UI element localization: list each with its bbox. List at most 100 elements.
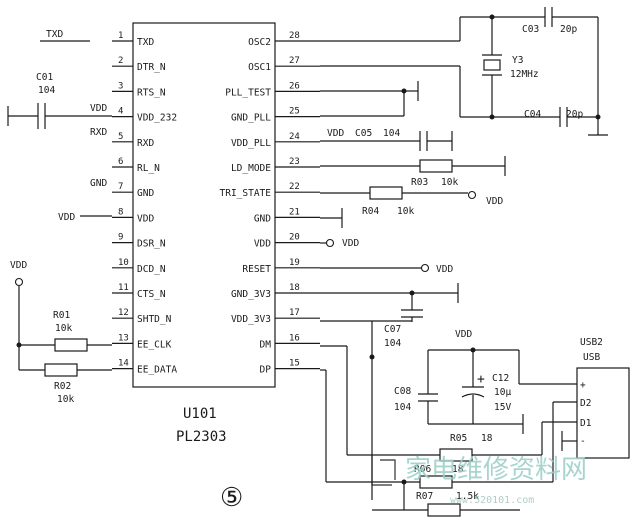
vdd-terminal-r04 — [467, 190, 477, 200]
ic-left-pin-name: RTS_N — [137, 87, 166, 98]
ic-left-pin-number: 14 — [118, 359, 129, 369]
usb-pin-d2: D2 — [580, 398, 591, 409]
r03-value: 10k — [441, 177, 458, 188]
ic-body — [132, 22, 276, 388]
ic-left-pin-number: 3 — [118, 81, 123, 91]
r05-reference: R05 — [450, 433, 467, 444]
ic-left-pin-number: 5 — [118, 132, 123, 142]
ic-left-pin-name: DTR_N — [137, 62, 166, 73]
ic-right-pin-name: TRI_STATE — [220, 188, 272, 199]
ic-left-pin-name: EE_DATA — [137, 365, 177, 376]
net-label-vdd-eeprom: VDD — [10, 260, 27, 271]
r04-body — [369, 186, 403, 200]
net-label-txd: TXD — [46, 29, 63, 40]
ic-right-pin-name: GND_PLL — [231, 113, 271, 124]
ic-left-pin-number: 7 — [118, 182, 123, 192]
ic-right-pin-name: DM — [260, 339, 272, 350]
r03-reference: R03 — [411, 177, 428, 188]
c07-reference: C07 — [384, 324, 401, 335]
junction-c04-ground — [595, 114, 601, 120]
c04-reference: C04 — [524, 109, 541, 120]
ic-left-pin-name: DCD_N — [137, 264, 166, 275]
net-label-vdd-c12: VDD — [455, 329, 472, 340]
c01-reference: C01 — [36, 72, 53, 83]
c08-reference: C08 — [394, 386, 411, 397]
ic-right-pin-number: 25 — [289, 107, 300, 117]
ic-left-pin-name: VDD_232 — [137, 113, 177, 124]
ic-right-pin-name: VDD_PLL — [231, 138, 271, 149]
ic-left-pin-number: 4 — [118, 107, 123, 117]
ic-left-pin-name: CTS_N — [137, 289, 166, 300]
ic-left-pin-name: GND — [137, 188, 154, 199]
r05-value: 18 — [481, 433, 493, 444]
watermark-text: 家电维修资料网 — [405, 455, 587, 485]
ic-right-pin-number: 16 — [289, 333, 300, 343]
ic-right-pin-number: 26 — [289, 81, 300, 91]
c05-value: 104 — [383, 128, 400, 139]
ic-right-pin-number: 23 — [289, 157, 300, 167]
ic-right-pin-number: 22 — [289, 182, 300, 192]
ic-right-pin-name: RESET — [242, 264, 271, 275]
ic-left-pin-number: 11 — [118, 283, 129, 293]
ic-right-pins: 28OSC227OSC126PLL_TEST25GND_PLL24VDD_PLL… — [220, 31, 320, 376]
r01-reference: R01 — [53, 310, 70, 321]
ic-reference: U101 — [183, 406, 217, 422]
ic-right-pin-name: DP — [260, 365, 272, 376]
vdd-terminal-reset — [420, 263, 430, 273]
ic-left-pin-name: EE_CLK — [137, 339, 172, 350]
net-label-rxd: RXD — [90, 127, 107, 138]
net-label-vdd-pin20: VDD — [342, 238, 359, 249]
ic-left-pins: 1TXD2DTR_N3RTS_N4VDD_2325RXD6RL_N7GND8VD… — [112, 31, 177, 376]
vdd-terminal-eeprom — [14, 277, 24, 287]
ic-part-number: PL2303 — [176, 429, 227, 445]
ic-left-pin-name: TXD — [137, 37, 154, 48]
c05-reference: C05 — [355, 128, 372, 139]
c08-value: 104 — [394, 402, 411, 413]
net-label-vdd-pin8: VDD — [58, 212, 75, 223]
watermark-url: www.520101.com — [450, 495, 534, 506]
ic-right-pin-number: 17 — [289, 308, 300, 318]
usb-pin-plus: + — [580, 380, 586, 391]
c03-value: 20p — [560, 24, 577, 35]
ic-left-pin-name: RXD — [137, 138, 154, 149]
y3-body — [483, 59, 501, 71]
ic-right-pin-name: LD_MODE — [231, 163, 271, 174]
usb-pin-minus: - — [580, 436, 586, 447]
ic-right-pin-name: VDD_3V3 — [231, 314, 271, 325]
c12-voltage: 15V — [494, 402, 511, 413]
c12-plus-sign: + — [477, 372, 485, 387]
ic-left-pin-name: SHTD_N — [137, 314, 172, 325]
ic-right-pin-name: OSC2 — [248, 37, 271, 48]
r06-reference: R06 — [414, 464, 431, 475]
usb-label: USB — [583, 352, 600, 363]
ic-left-pin-number: 2 — [118, 56, 123, 66]
ic-right-pin-number: 19 — [289, 258, 300, 268]
ic-left-pin-number: 12 — [118, 308, 129, 318]
ic-left-pin-number: 9 — [118, 233, 123, 243]
r07-value: 1.5k — [456, 491, 479, 502]
ic-right-pin-number: 28 — [289, 31, 300, 41]
junction-osc1 — [489, 114, 495, 120]
r04-reference: R04 — [362, 206, 379, 217]
ic-right-pin-name: VDD — [254, 239, 271, 250]
c12-value: 10µ — [494, 387, 511, 398]
ic-left-pin-number: 13 — [118, 333, 129, 343]
net-label-vdd-pll: VDD — [327, 128, 344, 139]
r04-value: 10k — [397, 206, 414, 217]
net-label-vdd-pin4: VDD — [90, 103, 107, 114]
ic-right-pin-name: OSC1 — [248, 62, 271, 73]
net-label-vdd-reset: VDD — [436, 264, 453, 275]
junction-r01 — [16, 342, 22, 348]
r02-body — [44, 363, 78, 377]
ic-right-pin-number: 24 — [289, 132, 300, 142]
r01-value: 10k — [55, 323, 72, 334]
y3-reference: Y3 — [512, 55, 523, 66]
usb-pin-d1: D1 — [580, 418, 592, 429]
r06-value: 18 — [452, 464, 464, 475]
ic-right-pin-number: 27 — [289, 56, 300, 66]
ic-left-pin-number: 10 — [118, 258, 129, 268]
ic-left-pin-name: DSR_N — [137, 239, 166, 250]
c12-plate-b — [461, 393, 485, 398]
y3-value: 12MHz — [510, 69, 539, 80]
